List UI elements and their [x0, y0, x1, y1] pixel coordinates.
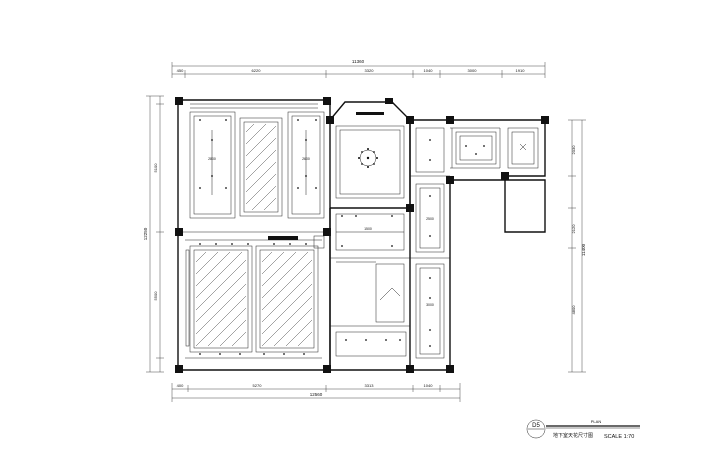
- downlight-icon: [305, 243, 307, 245]
- top-dimension-5: 3000: [468, 68, 478, 73]
- top-dimension-3: 3320: [365, 68, 375, 73]
- downlight-icon: [429, 297, 431, 299]
- left-total-dimension: 12250: [143, 227, 148, 240]
- downlight-icon: [199, 119, 201, 121]
- left-dimension-chain: 12250 5100 5500: [143, 95, 164, 373]
- top-dimension-chain: 11360 450 6220 3320 1040 3000 1910: [171, 59, 546, 78]
- downlight-icon: [429, 345, 431, 347]
- downlight-icon: [305, 139, 307, 141]
- downlight-icon: [391, 245, 393, 247]
- downlight-icon: [465, 145, 467, 147]
- ceiling-label-4: 3000: [426, 303, 434, 307]
- downlight-icon: [429, 139, 431, 141]
- ceiling-label-3: 1500: [364, 227, 372, 231]
- downlight-icon: [399, 339, 401, 341]
- drawing-title: 地下室天花尺寸图: [553, 432, 593, 439]
- downlight-icon: [199, 187, 201, 189]
- right-dimension-chain: 2030 2120 4800 11400: [568, 119, 586, 373]
- downlight-icon: [283, 353, 285, 355]
- right-bays: 3000 2500: [415, 127, 539, 359]
- downlight-icon: [305, 175, 307, 177]
- right-dimension-1: 2030: [571, 145, 576, 155]
- downlight-icon: [199, 353, 201, 355]
- downlight-icon: [391, 215, 393, 217]
- corridor-area: 1500: [313, 213, 407, 357]
- right-total-dimension: 11400: [581, 243, 586, 256]
- downlight-icon: [429, 159, 431, 161]
- downlights: [199, 119, 485, 355]
- downlight-icon: [225, 119, 227, 121]
- bottom-total-dimension: 12560: [310, 392, 323, 397]
- downlight-icon: [303, 353, 305, 355]
- downlight-icon: [355, 215, 357, 217]
- bottom-dimension-1: 400: [177, 383, 184, 388]
- downlight-icon: [273, 243, 275, 245]
- bottom-dimension-2: 5270: [253, 383, 263, 388]
- title-block: D5 PLAN 地下室天花尺寸图 SCALE 1:70: [526, 419, 640, 440]
- downlight-icon: [239, 353, 241, 355]
- ceiling-label-5: 2500: [426, 217, 434, 221]
- downlight-icon: [199, 243, 201, 245]
- bottom-dimension-3: 3313: [365, 383, 375, 388]
- downlight-icon: [211, 175, 213, 177]
- downlight-icon: [297, 187, 299, 189]
- downlight-icon: [483, 145, 485, 147]
- downlight-icon: [341, 245, 343, 247]
- sheet-number: D5: [532, 423, 540, 429]
- downlight-icon: [231, 243, 233, 245]
- plan-label: PLAN: [591, 419, 602, 424]
- downlight-icon: [297, 119, 299, 121]
- left-dimension-2: 5500: [153, 291, 158, 301]
- downlight-icon: [385, 339, 387, 341]
- lower-ceiling-panels: [185, 236, 322, 359]
- downlight-icon: [219, 353, 221, 355]
- downlight-icon: [315, 187, 317, 189]
- downlight-icon: [429, 195, 431, 197]
- exterior-walls: [177, 99, 546, 371]
- top-dimension-4: 1040: [424, 68, 434, 73]
- downlight-icon: [225, 187, 227, 189]
- left-dimension-1: 5100: [153, 163, 158, 173]
- downlight-icon: [429, 277, 431, 279]
- downlight-icon: [429, 329, 431, 331]
- upper-ceiling-panels: 2800 2600: [189, 103, 325, 219]
- downlight-icon: [215, 243, 217, 245]
- downlight-icon: [365, 339, 367, 341]
- ceiling-label-1: 2800: [208, 157, 216, 161]
- downlight-icon: [211, 139, 213, 141]
- downlight-icon: [289, 243, 291, 245]
- downlight-icon: [247, 243, 249, 245]
- downlight-icon: [315, 119, 317, 121]
- downlight-icon: [345, 339, 347, 341]
- structural-columns: [175, 97, 549, 373]
- ceiling-label-2: 2600: [302, 157, 310, 161]
- octagon-room: [335, 112, 405, 199]
- right-dimension-3: 4800: [571, 305, 576, 315]
- top-dimension-1: 450: [177, 68, 184, 73]
- downlight-icon: [475, 153, 477, 155]
- upper-hatched-panel: [246, 124, 276, 210]
- right-dimension-2: 2120: [571, 224, 576, 234]
- downlight-icon: [429, 235, 431, 237]
- top-total-dimension: 11360: [352, 59, 365, 64]
- top-dimension-2: 6220: [252, 68, 262, 73]
- bottom-dimension-4: 1040: [424, 383, 434, 388]
- downlight-icon: [263, 353, 265, 355]
- bottom-dimension-chain: 400 5270 3313 1040 12560: [171, 383, 461, 402]
- scale-label: SCALE 1:70: [604, 434, 634, 440]
- top-dimension-6: 1910: [516, 68, 526, 73]
- downlight-icon: [341, 215, 343, 217]
